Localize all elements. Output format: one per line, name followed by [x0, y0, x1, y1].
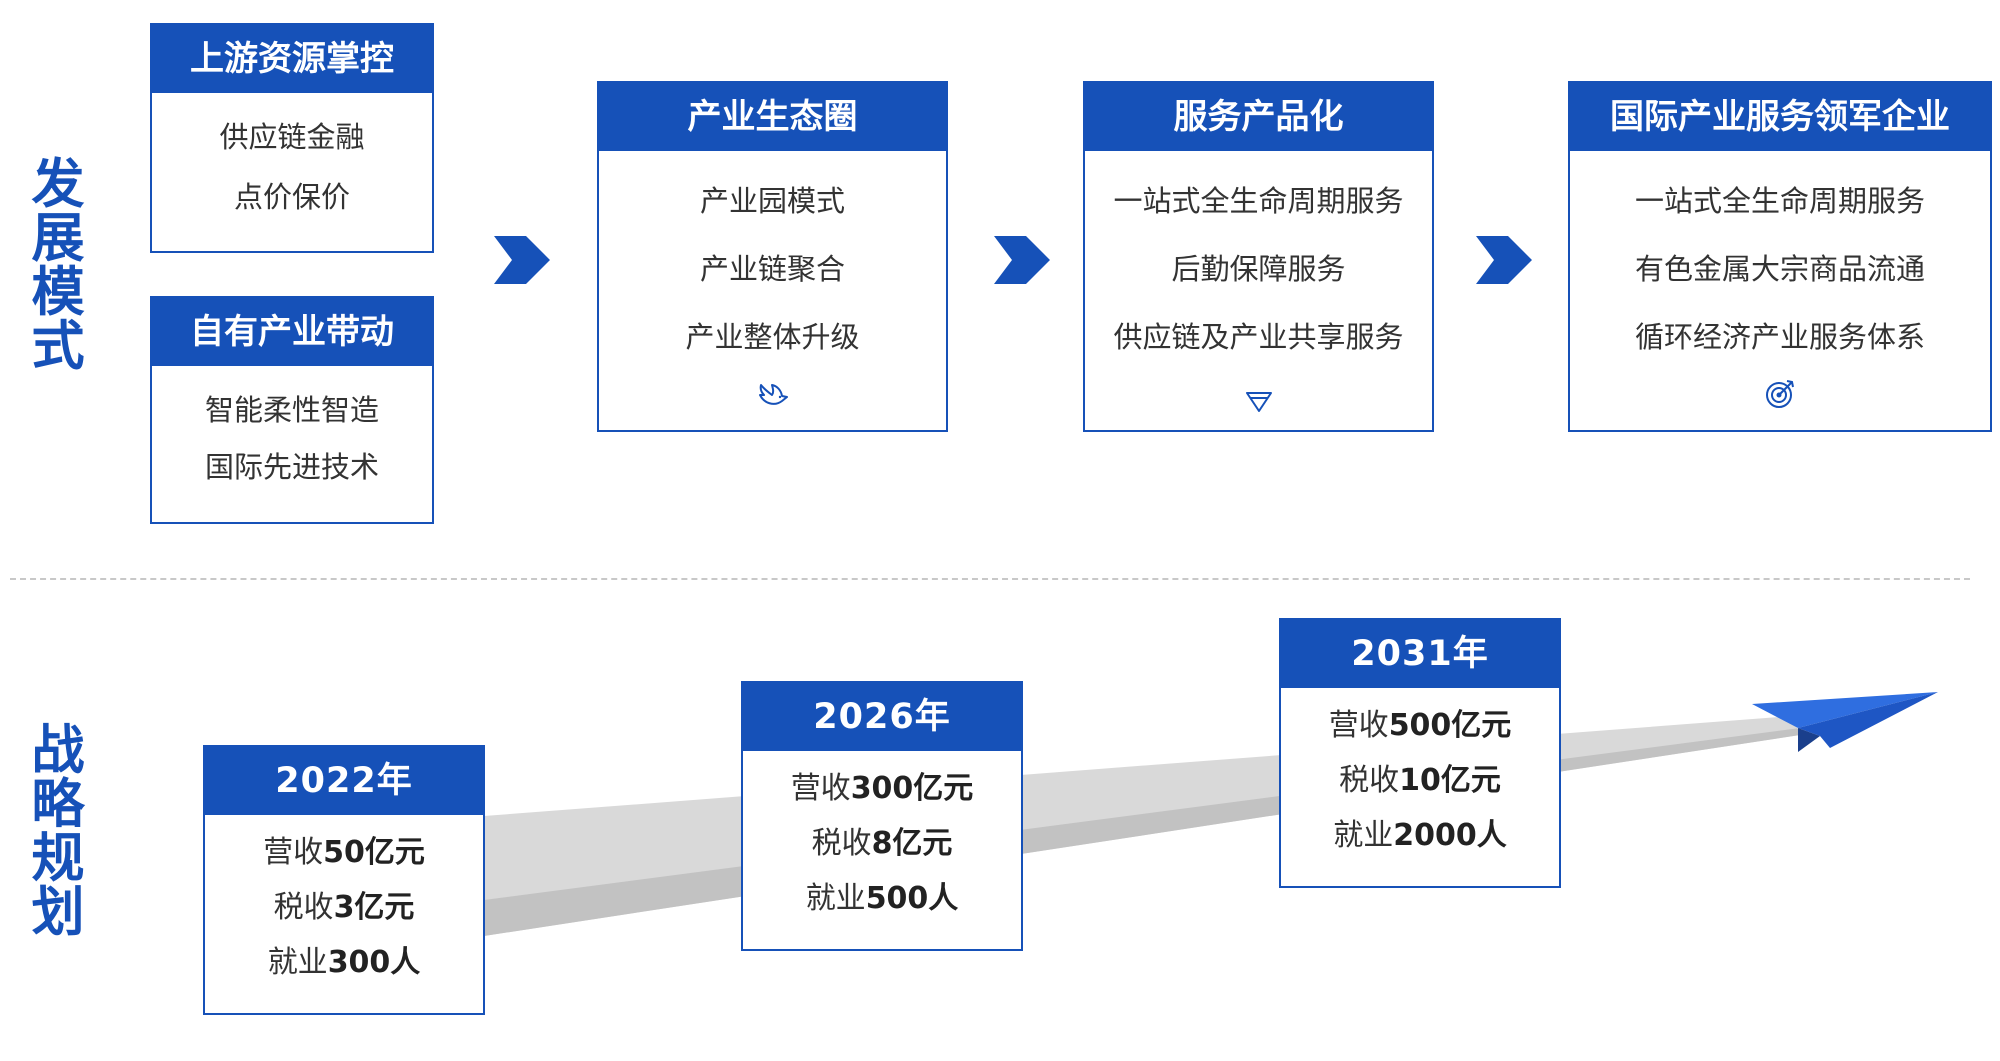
chevron-right-arrow-icon — [994, 236, 1050, 284]
box-own-industry-driven: 自有产业带动 智能柔性智造 国际先进技术 — [150, 296, 434, 524]
box-title: 产业生态圈 — [599, 83, 946, 151]
diamond-icon — [1245, 392, 1272, 412]
box-item: 供应链及产业共享服务 — [1113, 320, 1404, 354]
box-item: 一站式全生命周期服务 — [1634, 184, 1925, 218]
box-item: 产业链聚合 — [699, 252, 845, 286]
tax-line: 税收8亿元 — [811, 826, 953, 861]
box-title: 国际产业服务领军企业 — [1570, 83, 1990, 151]
box-upstream-resource-control: 上游资源掌控 供应链金融 点价保价 — [150, 23, 434, 253]
target-icon — [1766, 380, 1794, 408]
plan-box-2031: 2031年 营收500亿元 税收10亿元 就业2000人 — [1279, 618, 1561, 888]
box-international-service-leader: 国际产业服务领军企业 一站式全生命周期服务 有色金属大宗商品流通 循环经济产业服… — [1568, 81, 1992, 432]
box-title: 服务产品化 — [1085, 83, 1432, 151]
box-service-productization: 服务产品化 一站式全生命周期服务 后勤保障服务 供应链及产业共享服务 — [1083, 81, 1434, 432]
year-title: 2022年 — [205, 747, 483, 815]
box-industry-ecosystem: 产业生态圈 产业园模式 产业链聚合 产业整体升级 — [597, 81, 948, 432]
box-item: 国际先进技术 — [204, 450, 379, 484]
revenue-line: 营收300亿元 — [790, 771, 974, 806]
plan-box-2026: 2026年 营收300亿元 税收8亿元 就业500人 — [741, 681, 1023, 951]
year-title: 2031年 — [1281, 620, 1559, 688]
chevron-right-arrow-icon — [494, 236, 550, 284]
box-title: 自有产业带动 — [152, 298, 432, 366]
revenue-line: 营收500亿元 — [1328, 708, 1512, 743]
box-item: 一站式全生命周期服务 — [1113, 184, 1404, 218]
box-item: 产业园模式 — [699, 184, 845, 218]
tax-line: 税收3亿元 — [273, 890, 415, 925]
tax-line: 税收10亿元 — [1339, 763, 1501, 798]
jobs-line: 就业500人 — [805, 881, 959, 916]
box-item: 循环经济产业服务体系 — [1634, 320, 1925, 354]
box-item: 有色金属大宗商品流通 — [1634, 252, 1925, 286]
box-item: 供应链金融 — [219, 120, 365, 154]
dove-icon — [758, 384, 788, 405]
box-item: 点价保价 — [233, 180, 350, 214]
label-development-mode: 发展模式 — [31, 154, 85, 377]
box-title: 上游资源掌控 — [152, 25, 432, 93]
section-divider — [10, 578, 1970, 580]
jobs-line: 就业2000人 — [1333, 818, 1507, 853]
label-strategic-plan: 战略规划 — [31, 720, 85, 943]
box-item: 产业整体升级 — [685, 320, 860, 354]
box-item: 后勤保障服务 — [1171, 252, 1346, 286]
box-item: 智能柔性智造 — [204, 393, 379, 427]
year-title: 2026年 — [743, 683, 1021, 751]
revenue-line: 营收50亿元 — [263, 835, 425, 870]
chevron-right-arrow-icon — [1476, 236, 1532, 284]
plan-box-2022: 2022年 营收50亿元 税收3亿元 就业300人 — [203, 745, 485, 1015]
paper-plane-icon — [1752, 692, 1938, 752]
jobs-line: 就业300人 — [267, 945, 421, 980]
